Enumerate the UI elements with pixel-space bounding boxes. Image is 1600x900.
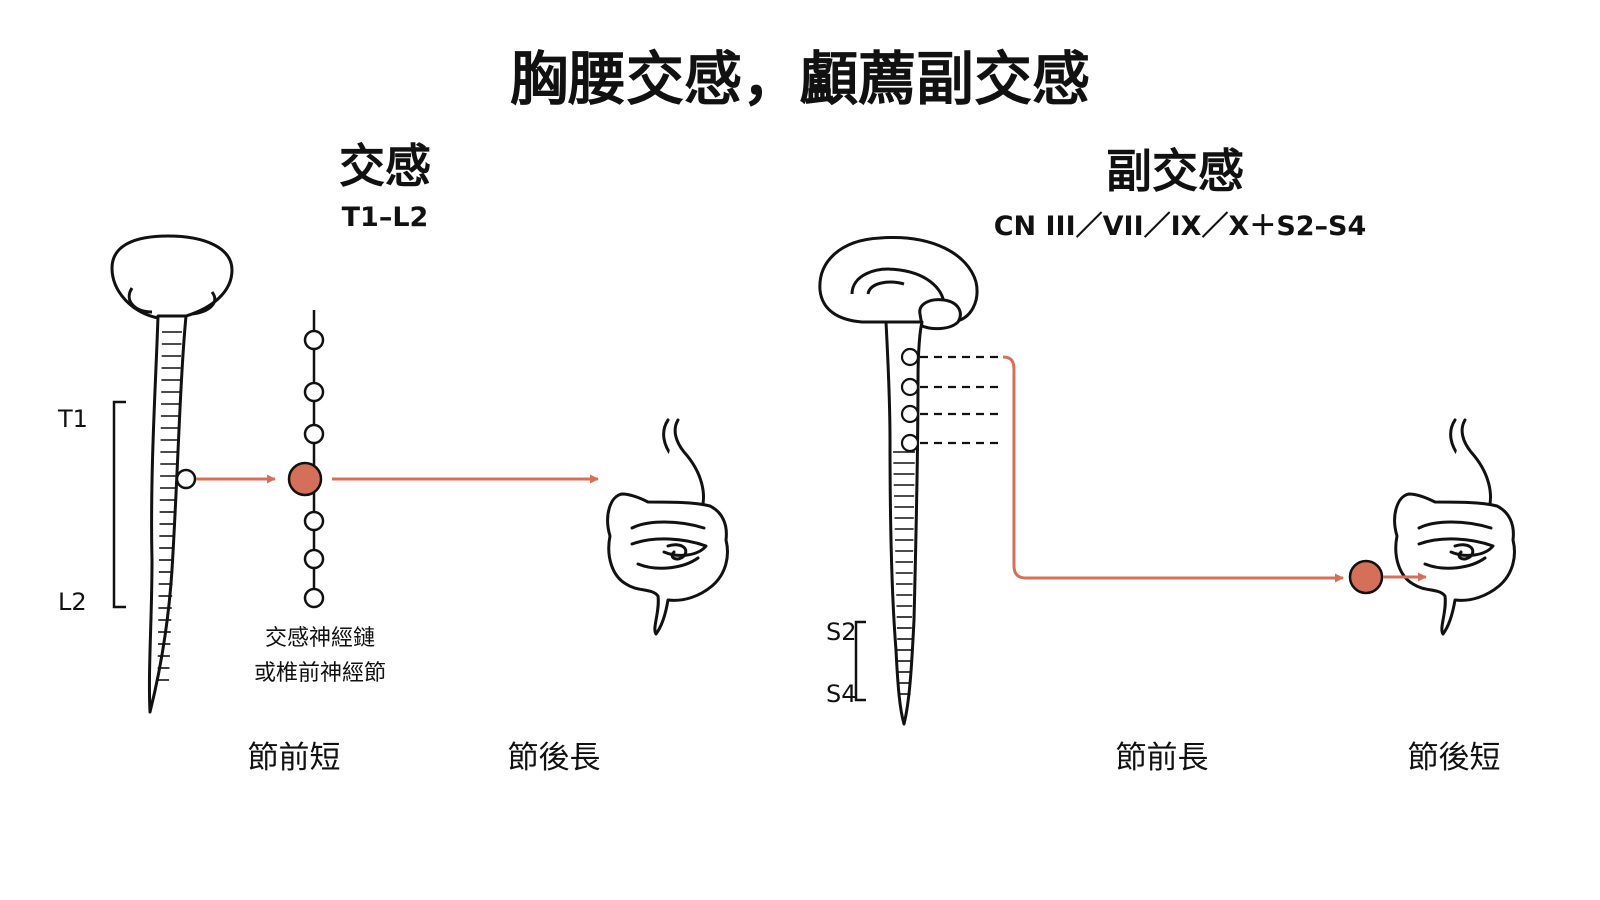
parasympathetic-levels: CN III／VII／IX／X＋S2–S4 (993, 211, 1367, 242)
parasympathetic-ganglion (1348, 559, 1384, 595)
left-spinal-cord (147, 314, 188, 714)
page-title: 胸腰交感，顱薦副交感 (509, 45, 1090, 113)
sympathetic-postganglionic-label: 節後長 (507, 740, 601, 776)
parasympathetic-preganglionic-label: 節前長 (1115, 740, 1209, 776)
s2-marker-label: S2 (826, 618, 857, 646)
sympathetic-preganglionic-label: 節前短 (247, 740, 341, 776)
t1-marker-label: T1 (58, 405, 88, 433)
right-digestive-tract-icon (1393, 418, 1516, 636)
s4-marker-label: S4 (826, 680, 857, 708)
sympathetic-ganglion (287, 461, 323, 497)
parasympathetic-heading: 副交感 (1106, 144, 1244, 198)
l2-marker-label: L2 (58, 588, 87, 616)
left-digestive-tract-icon (606, 418, 729, 636)
sympathetic-chain (303, 310, 325, 609)
cranial-nerve-nodes (900, 347, 1003, 453)
sympathetic-levels: T1–L2 (341, 202, 429, 233)
t1-l2-bracket (112, 400, 126, 609)
parasympathetic-postganglionic-label: 節後短 (1407, 740, 1501, 776)
ganglion-label-line1: 交感神經鏈 (264, 626, 375, 651)
left-brain-icon (110, 234, 234, 320)
right-brain-icon (818, 235, 979, 331)
s2-s4-bracket (854, 620, 866, 702)
ganglion-label-line2: 或椎前神經節 (253, 661, 386, 686)
preganglionic-long-arrow (1002, 355, 1344, 583)
spinal-root-node (175, 468, 197, 490)
sympathetic-heading: 交感 (339, 139, 431, 193)
